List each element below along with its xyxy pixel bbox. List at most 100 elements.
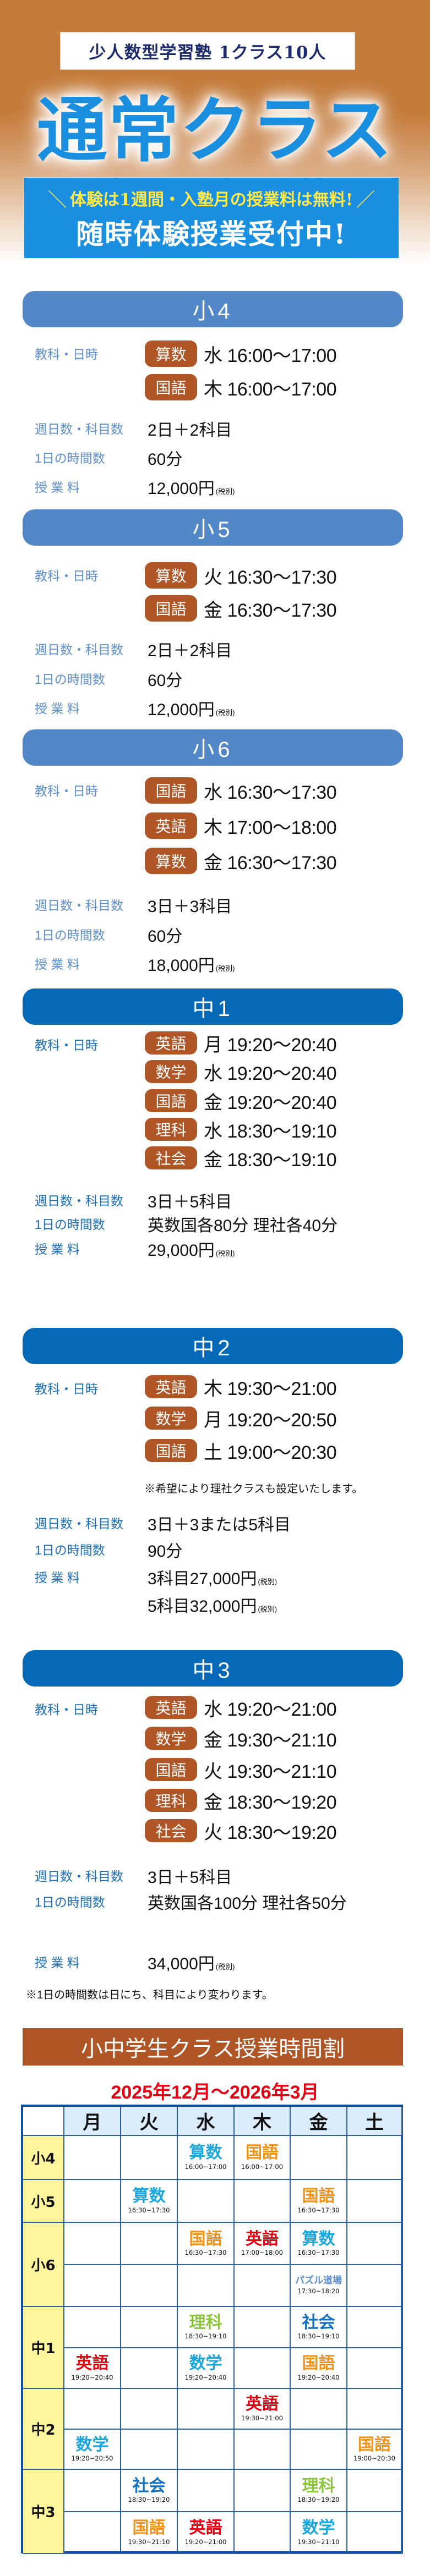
subject-schedule: 月 19:20〜20:50 [204,1409,337,1431]
label-hours-per-day: 1日の時間数 [35,1543,105,1557]
subject-badge: 国語 [145,374,197,400]
timetable-time: 19:20~20:40 [71,2373,113,2381]
subject-badge: 国語 [145,777,197,804]
label-tuition: 授 業 料 [35,1242,80,1256]
timetable-period: 2025年12月〜2026年3月 [111,2082,319,2103]
subject-schedule: 土 19:00〜20:30 [204,1442,337,1463]
value-tuition: 18,000円(税別) [148,952,235,976]
grade-row-header: 小6 [23,2223,64,2307]
timetable-time: 17:30~18:20 [297,2287,340,2295]
subject-schedule: 火 16:30〜17:30 [204,567,337,588]
timetable-cell [347,2223,402,2265]
day-header: 水 [178,2107,235,2136]
tuition-amount: 3科目27,000円 [148,1570,257,1588]
timetable-time: 18:30~19:20 [297,2496,340,2503]
timetable-time: 19:30~21:10 [297,2537,340,2546]
label-days-subjects: 週日数・科目数 [35,422,123,436]
tax-note: (税別) [215,487,235,496]
timetable-subject: 英語 [75,2354,109,2373]
subject-badge: 社会 [145,1146,197,1169]
value-days-subjects: 3日＋3または5科目 [148,1516,291,1534]
timetable-cell [347,2470,402,2512]
label-days-subjects: 週日数・科目数 [35,898,123,913]
timetable-subject: 英語 [189,2518,222,2537]
day-header: 月 [64,2107,121,2136]
label-subjects-times: 教科・日時 [35,1382,98,1396]
timetable-cell [347,2180,402,2223]
value-hours-per-day: 英数国各80分 理社各40分 [148,1217,338,1235]
subject-badge: 理科 [145,1118,197,1141]
label-tuition: 授 業 料 [35,701,80,716]
hero-subtitle: 少人数型学習塾 1クラス10人 [60,32,355,70]
subject-schedule: 金 16:30〜17:30 [204,852,337,874]
timetable-subject: 数学 [189,2354,222,2373]
timetable-time: 19:30~21:00 [241,2414,283,2422]
value-hours-per-day: 英数国各100分 理社各50分 [148,1894,347,1913]
subject-badge: 算数 [145,340,197,367]
timetable-cell [291,2136,347,2180]
timetable-title: 小中学生クラス授業時間割 [23,2028,403,2066]
timetable-subject: 国語 [132,2518,166,2537]
trial-catchphrase: ＼ 体験は1週間・入塾月の授業料は無料! ／ [24,185,399,211]
timetable-cell [121,2265,178,2307]
trial-banner [24,177,399,259]
timetable-cell [121,2136,178,2180]
label-days-subjects: 週日数・科目数 [35,1869,123,1883]
timetable-cell [121,2389,178,2430]
label-hours-per-day: 1日の時間数 [35,928,105,942]
subject-schedule: 金 18:30〜19:20 [204,1792,337,1813]
label-subjects-times: 教科・日時 [35,569,98,583]
timetable-cell [64,2470,121,2512]
label-hours-per-day: 1日の時間数 [35,1217,105,1232]
timetable-cell [347,2136,402,2180]
subject-badge: 数学 [145,1060,197,1083]
value-tuition: 5科目32,000円(税別) [148,1592,277,1617]
value-tuition: 12,000円(税別) [148,696,235,720]
timetable-subject: 国語 [302,2187,335,2206]
subject-schedule: 水 19:20〜21:00 [204,1699,337,1720]
subject-badge: 数学 [145,1727,197,1750]
timetable-subject: 算数 [132,2187,166,2206]
value-days-subjects: 3日＋3科目 [148,898,232,916]
subject-badge: 英語 [145,1696,197,1719]
subject-badge: 英語 [145,1031,197,1054]
timetable-cell [64,2512,121,2554]
tax-note: (税別) [258,1605,277,1613]
grade-row-header: 小5 [23,2180,64,2223]
timetable-cell [64,2223,121,2265]
timetable-cell [235,2307,291,2348]
timetable-cell [235,2265,291,2307]
value-hours-per-day: 60分 [148,451,183,469]
label-days-subjects: 週日数・科目数 [35,1517,123,1531]
subject-schedule: 金 18:30〜19:10 [204,1149,337,1171]
tax-note: (税別) [215,1249,235,1257]
tuition-amount: 29,000円 [148,1242,215,1260]
timetable-cell [235,2348,291,2389]
timetable-time: 17:00~18:00 [241,2249,283,2256]
subject-schedule: 水 16:00〜17:00 [204,345,337,366]
timetable-cell [121,2223,178,2265]
timetable-time: 18:30~19:10 [184,2332,227,2340]
value-days-subjects: 2日＋2科目 [148,421,232,440]
subject-schedule: 金 16:30〜17:30 [204,600,337,621]
timetable-cell [178,2389,235,2430]
subject-badge: 算数 [145,562,197,589]
timetable-cell [347,2512,402,2554]
timetable-subject: パズル道場 [295,2275,342,2286]
label-days-subjects: 週日数・科目数 [35,1194,123,1208]
subject-schedule: 水 18:30〜19:10 [204,1121,337,1142]
timetable-time: 19:20~20:40 [184,2373,227,2381]
tuition-amount: 18,000円 [148,957,215,975]
timetable-subject: 理科 [189,2313,222,2332]
label-tuition: 授 業 料 [35,1956,80,1970]
grade-header: 小6 [23,729,403,766]
